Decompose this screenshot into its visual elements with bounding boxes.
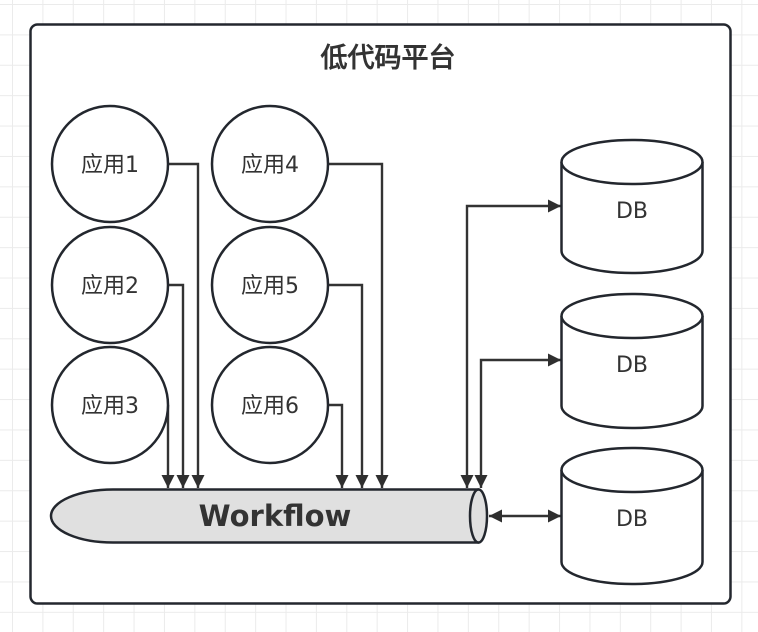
app-6[interactable]: 应用6 — [210, 345, 330, 465]
database-3[interactable]: DB — [560, 446, 704, 586]
database-3-label: DB — [616, 507, 648, 532]
database-2[interactable]: DB — [560, 292, 704, 430]
connector-db2[interactable] — [474, 353, 561, 488]
workflow-pipe-end-cap — [468, 488, 489, 544]
app-6-label: 应用6 — [241, 394, 299, 419]
connector-app6[interactable] — [328, 403, 349, 488]
database-1-label: DB — [616, 199, 648, 224]
connector-app4[interactable] — [328, 162, 389, 488]
workflow-pipe[interactable]: Workflow — [49, 488, 489, 544]
database-1[interactable]: DB — [560, 138, 704, 275]
connector-app5[interactable] — [328, 283, 369, 488]
app-2[interactable]: 应用2 — [50, 225, 170, 345]
app-3[interactable]: 应用3 — [50, 345, 170, 465]
connector-app2[interactable] — [168, 283, 190, 488]
platform-title: 低代码平台 — [320, 42, 456, 74]
database-2-label: DB — [616, 353, 648, 378]
app-5-label: 应用5 — [241, 274, 299, 299]
app-4[interactable]: 应用4 — [210, 104, 330, 224]
workflow-label: Workflow — [199, 499, 352, 533]
app-5[interactable]: 应用5 — [210, 225, 330, 345]
connector-db1[interactable] — [460, 199, 561, 488]
db-connectors — [460, 199, 561, 523]
connector-app1[interactable] — [168, 162, 205, 488]
app-2-label: 应用2 — [81, 274, 139, 299]
app-4-label: 应用4 — [241, 153, 299, 178]
app-1-label: 应用1 — [81, 153, 139, 178]
app-connectors — [161, 162, 389, 488]
app-1[interactable]: 应用1 — [50, 104, 170, 224]
app-3-label: 应用3 — [81, 394, 139, 419]
